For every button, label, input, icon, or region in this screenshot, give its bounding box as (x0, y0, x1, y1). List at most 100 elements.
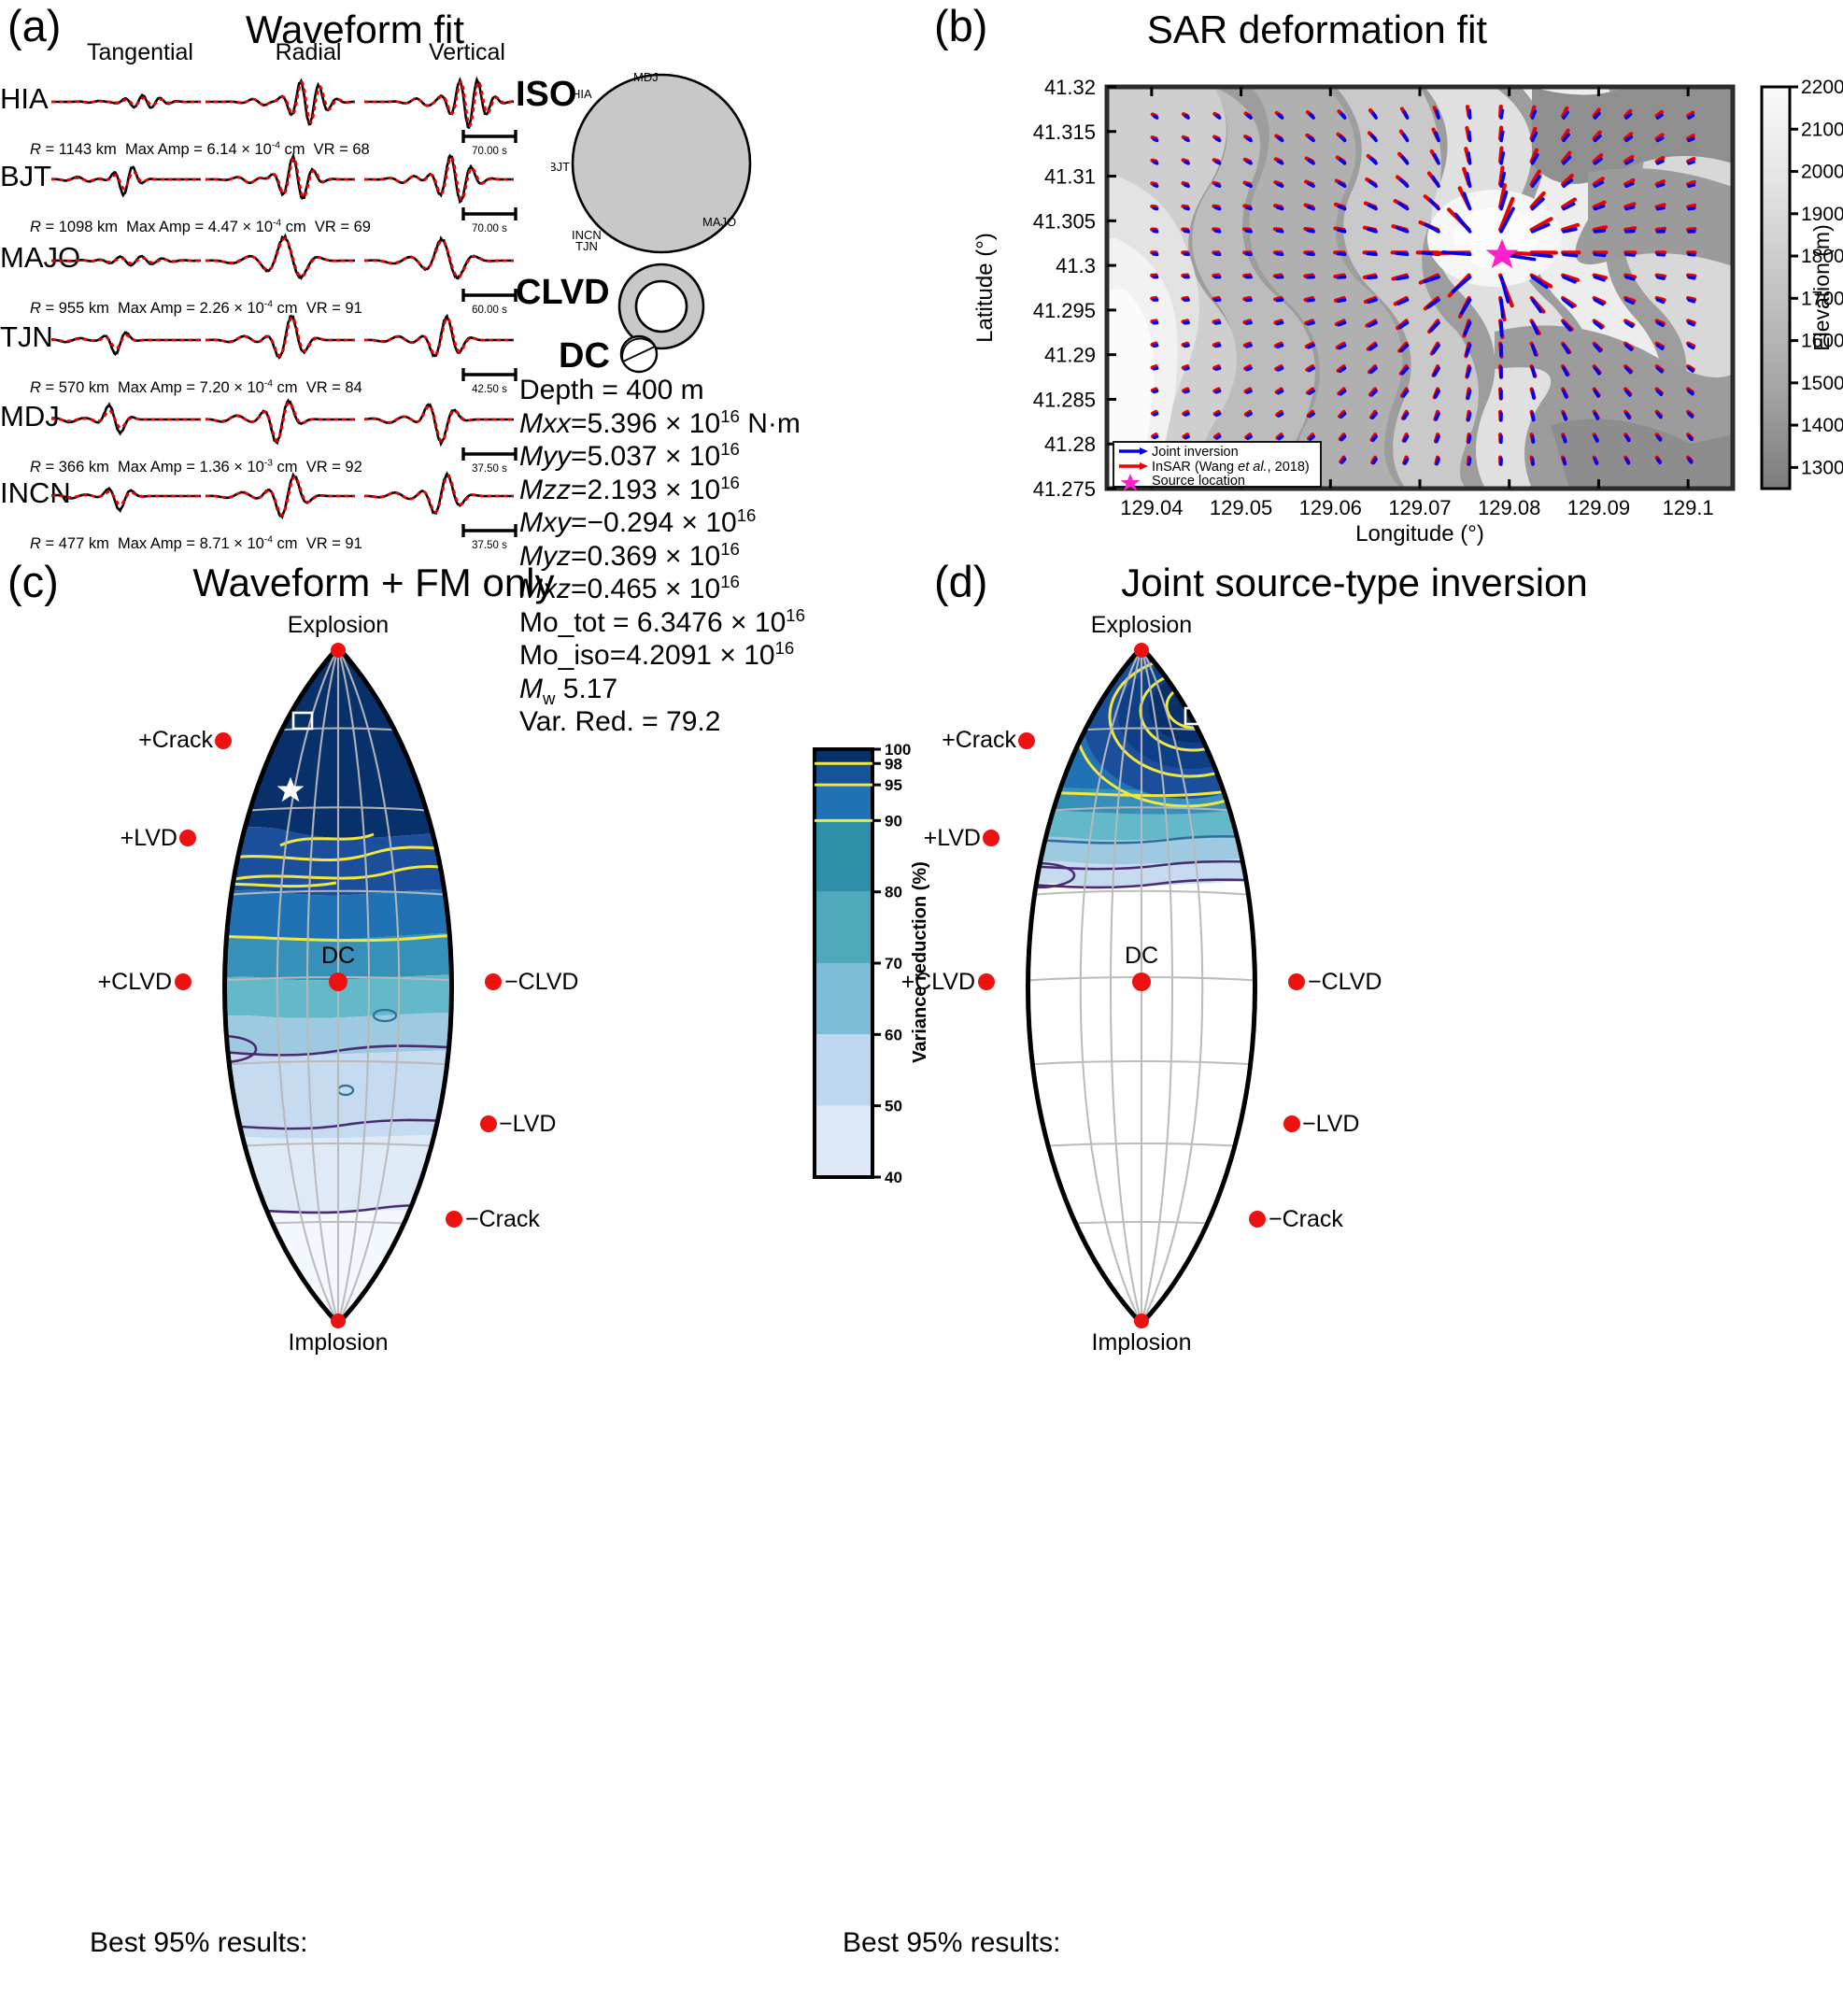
joint-inversion-arrow (1339, 411, 1347, 419)
joint-inversion-arrow (1370, 111, 1378, 120)
vr-tick-label: 40 (885, 1169, 902, 1186)
waveform-tjn-tangential (51, 331, 201, 356)
column-header-radial: Radial (275, 39, 342, 65)
clvd-label: CLVD (516, 273, 610, 312)
joint-inversion-arrow (1277, 113, 1284, 120)
trace-observed (364, 403, 514, 447)
joint-inversion-arrow (1624, 320, 1635, 329)
sar-xtick: 129.09 (1567, 496, 1630, 519)
joint-inversion-arrow (1307, 159, 1315, 165)
lune-label-lvd-minus-d: −LVD (1302, 1111, 1359, 1137)
waveform-hia-radial (206, 78, 355, 126)
sar-ytick: 41.29 (1044, 344, 1096, 367)
marker-implosion-d (1134, 1313, 1149, 1328)
panel-d-title: Joint source-type inversion (1121, 561, 1588, 604)
joint-inversion-arrow (1530, 131, 1538, 143)
trace-synthetic (364, 239, 514, 278)
elevation-tick: 1900 (1801, 204, 1843, 225)
joint-inversion-arrow (1655, 159, 1665, 165)
lune-label-implosion-d: Implosion (1092, 1329, 1192, 1356)
lune-label-crack-minus-d: −Crack (1269, 1206, 1343, 1232)
joint-inversion-arrow (1339, 389, 1347, 396)
insar-arrow (1592, 130, 1602, 141)
joint-inversion-arrow (1337, 205, 1347, 211)
svg-text:70.00 s: 70.00 s (472, 146, 507, 157)
joint-inversion-arrow (1499, 130, 1505, 143)
vr-tick-label: 100 (885, 741, 911, 759)
trace-synthetic (364, 155, 514, 202)
insar-arrow (1529, 105, 1537, 119)
joint-inversion-arrow (1624, 389, 1632, 397)
joint-inversion-arrow (1213, 229, 1222, 234)
station-label-majo: MAJO (0, 241, 81, 274)
waveform-mdj-vertical (364, 403, 514, 447)
sar-ytick: 41.28 (1044, 433, 1096, 456)
trace-synthetic (206, 81, 355, 124)
mt-mzz: Mzz=2.193 × 1016 (519, 472, 740, 505)
insar-arrow (1275, 433, 1283, 440)
joint-inversion-arrow (1624, 206, 1636, 211)
joint-inversion-arrow (1499, 206, 1515, 234)
joint-inversion-arrow (1562, 275, 1577, 284)
insar-arrow (1685, 203, 1697, 209)
joint-inversion-arrow (1435, 457, 1440, 466)
joint-inversion-arrow (1624, 158, 1634, 165)
waveform-meta-tjn: R = 570 km Max Amp = 7.20 × 10-4 cm VR =… (30, 378, 362, 396)
waveform-incn-tangential (51, 486, 201, 514)
results-block-d: Best 95% results: Isotropic moment:3.916… (843, 1842, 1424, 2016)
joint-inversion-arrow (1371, 457, 1378, 465)
vr-tick-label: 90 (885, 812, 902, 830)
joint-inversion-arrow (1655, 206, 1666, 211)
waveform-tjn-radial (206, 314, 355, 360)
insar-arrow (1212, 341, 1221, 348)
lune-label-lvd-plus-c: +LVD (121, 825, 177, 851)
joint-inversion-arrow (1367, 298, 1378, 305)
joint-inversion-arrow (1396, 298, 1410, 305)
joint-inversion-arrow (1562, 457, 1567, 466)
time-scale-bar-bjt: 70.00 s (461, 207, 517, 234)
elevation-tick: 2100 (1801, 119, 1843, 140)
joint-inversion-arrow (1687, 320, 1695, 327)
vr-band (815, 1105, 872, 1177)
mt-mo-tot: Mo_tot = 6.3476 × 1016 (519, 604, 805, 638)
joint-inversion-arrow (1366, 275, 1378, 280)
mt-varred: Var. Red. = 79.2 (519, 706, 721, 737)
joint-inversion-arrow (1183, 343, 1190, 348)
vr-tick-label: 70 (885, 955, 902, 973)
joint-inversion-arrow (1687, 206, 1696, 211)
joint-inversion-arrow (1396, 226, 1410, 234)
dc-beachball (619, 334, 659, 374)
joint-inversion-arrow (1244, 252, 1253, 257)
joint-inversion-arrow (1306, 228, 1315, 234)
joint-inversion-arrow (1431, 343, 1440, 355)
joint-inversion-arrow (1562, 389, 1568, 399)
vr-band (815, 963, 872, 1035)
waveform-incn-vertical (364, 471, 514, 515)
joint-inversion-arrow (1276, 135, 1284, 143)
joint-inversion-arrow (1435, 434, 1440, 444)
vr-tick-label: 95 (885, 776, 902, 794)
sar-ytick: 41.3 (1056, 254, 1096, 277)
time-scale-bar-incn: 37.50 s (461, 524, 517, 551)
joint-inversion-arrow (1400, 366, 1410, 376)
waveform-majo-vertical (364, 235, 514, 280)
waveform-hia-vertical (364, 76, 514, 130)
vr-tick-label: 80 (885, 884, 902, 902)
joint-inversion-arrow (1433, 153, 1440, 165)
joint-inversion-arrow (1340, 112, 1347, 120)
vr-band (815, 1034, 872, 1106)
insar-arrow (1529, 148, 1539, 163)
joint-inversion-arrow (1397, 320, 1410, 330)
joint-inversion-arrow (1152, 206, 1159, 211)
svg-text:MDJ: MDJ (633, 70, 659, 84)
marker-dc-d (1132, 973, 1151, 991)
lune-label-clvd-plus-d: +CLVD (901, 969, 975, 995)
column-header-vertical: Vertical (429, 39, 505, 65)
trace-synthetic (206, 236, 355, 278)
marker-clvd-plus-c (175, 973, 191, 990)
joint-inversion-arrow (1562, 110, 1569, 120)
joint-inversion-arrow (1465, 172, 1472, 188)
insar-arrow (1623, 202, 1637, 209)
station-label-mdj: MDJ (0, 400, 60, 433)
joint-inversion-arrow (1530, 175, 1541, 188)
